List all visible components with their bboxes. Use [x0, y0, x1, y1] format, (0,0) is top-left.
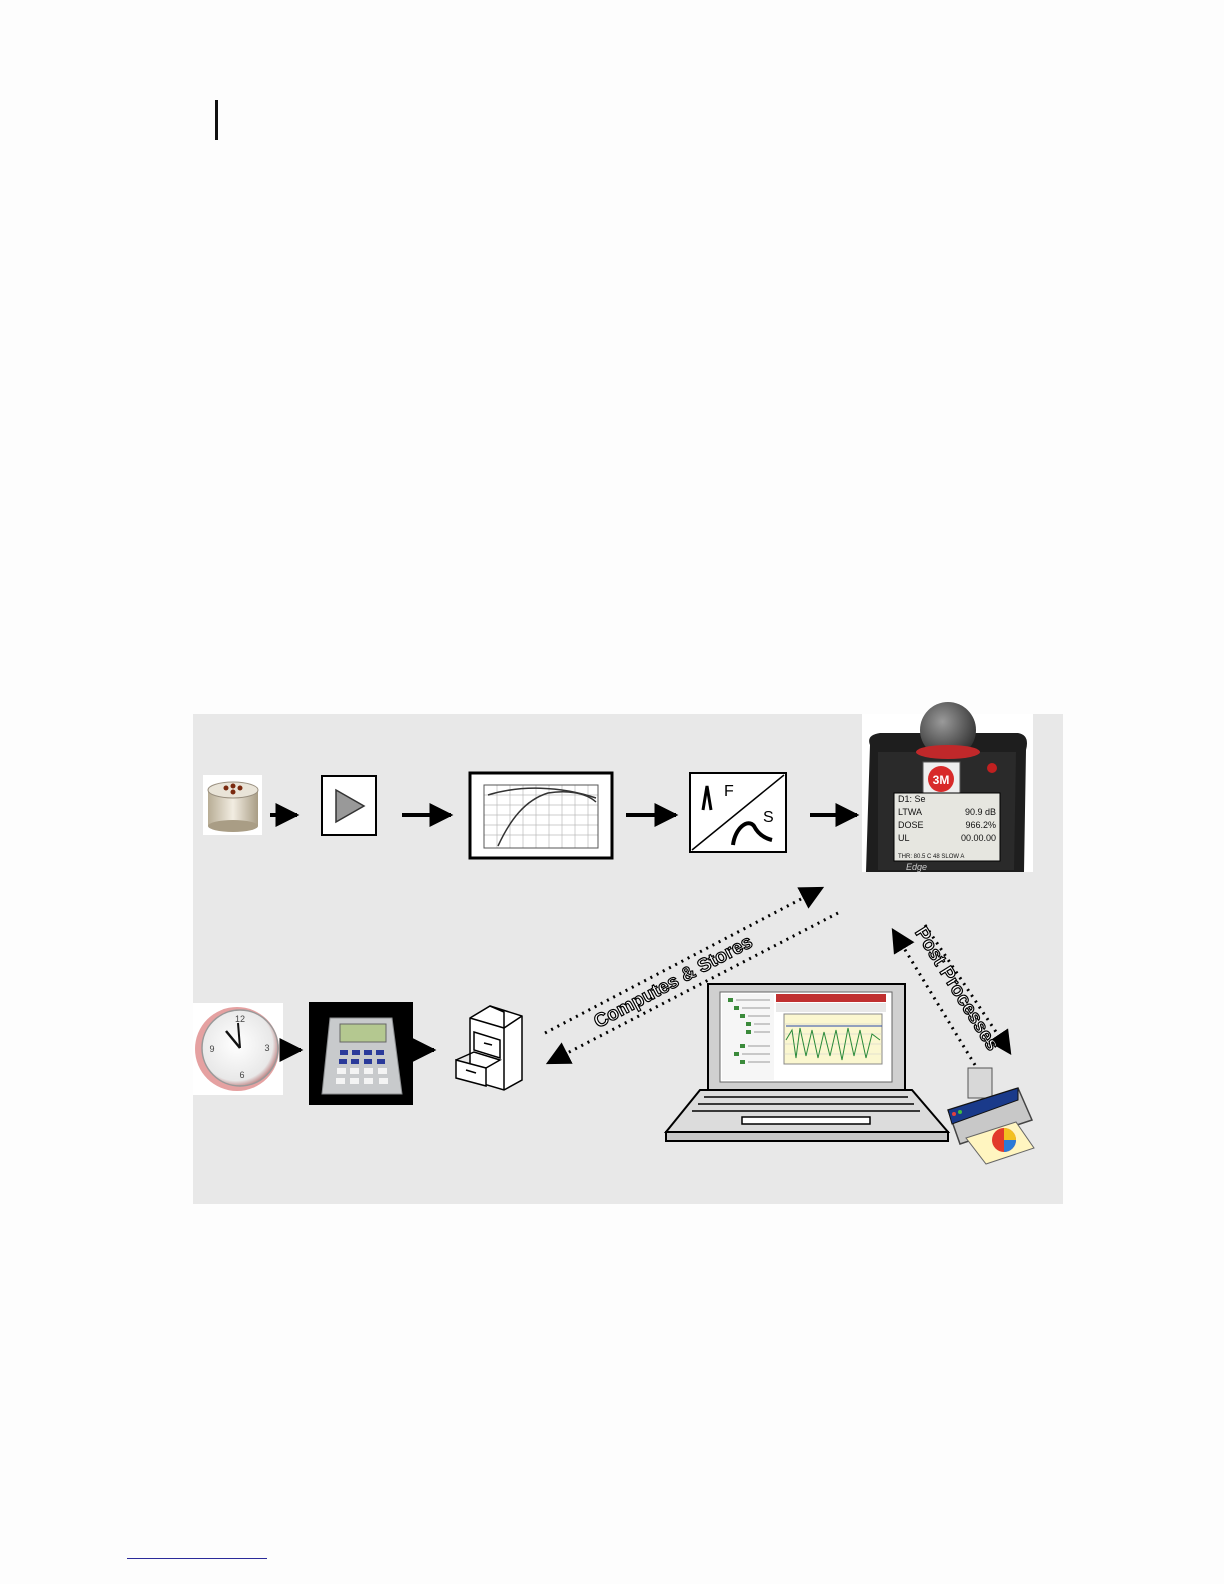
amplifier-icon [322, 776, 376, 835]
meter-line-value: 00.00.00 [961, 833, 996, 843]
meter-footer: THR: 80.5 C 48 SLOW A [898, 854, 964, 860]
laptop-icon [666, 984, 948, 1141]
clock-number: 3 [264, 1043, 269, 1053]
meter-line-value: 90.9 dB [965, 807, 996, 817]
clock-number: 6 [239, 1070, 244, 1080]
footnote-rule [127, 1558, 267, 1559]
meter-line-value: 966.2% [965, 820, 996, 830]
calculator-icon [309, 1002, 413, 1105]
microphone-icon [203, 775, 262, 835]
meter-header: D1: Se [898, 794, 926, 804]
dosimeter-device-icon [862, 702, 1033, 872]
clock-number: 12 [235, 1014, 245, 1024]
filing-cabinet-icon [456, 1006, 522, 1090]
clock-number: 9 [209, 1044, 214, 1054]
printer-icon [948, 1068, 1034, 1164]
meter-line-name: DOSE [898, 820, 924, 830]
slow-letter: S [763, 809, 774, 826]
brand-logo: 3M [933, 773, 950, 787]
fast-letter: F [724, 783, 734, 800]
frequency-response-graph-icon [470, 773, 612, 858]
meter-line-name: UL [898, 833, 910, 843]
meter-model: Edge [906, 862, 927, 872]
meter-line-name: LTWA [898, 807, 922, 817]
